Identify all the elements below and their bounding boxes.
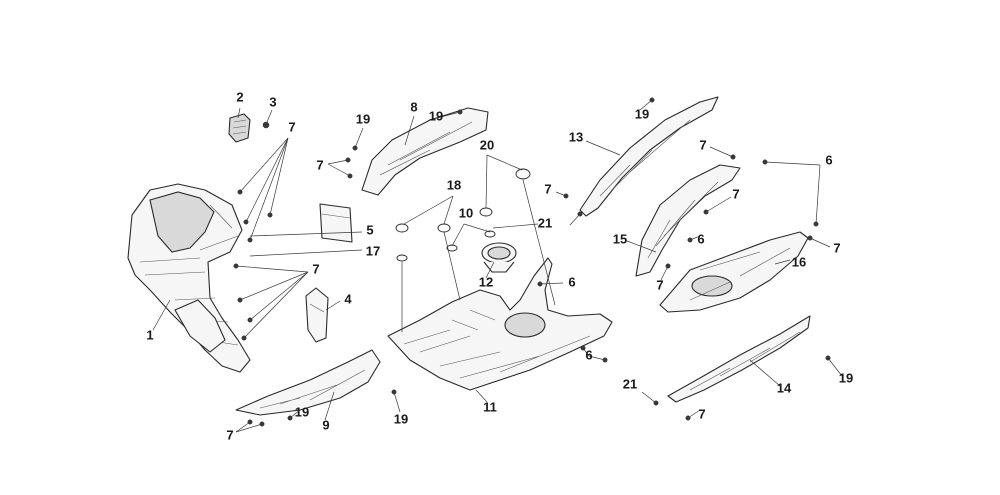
callout-19-top-right: 19 xyxy=(635,106,649,121)
callout-18: 18 xyxy=(447,177,461,192)
part-right-upper-strip xyxy=(579,96,719,217)
part-upper-side-cover xyxy=(361,107,489,196)
callout-19-top-left: 19 xyxy=(356,111,370,126)
callout-7-bottom-left: 7 xyxy=(226,427,233,442)
callout-21-bottom-right: 21 xyxy=(623,376,637,391)
callout-labels: 1 2 3 4 5 6 6 6 6 7 7 7 7 7 7 7 7 7 7 8 … xyxy=(146,89,853,442)
callout-14: 14 xyxy=(777,380,792,395)
callout-7-middle-left: 7 xyxy=(312,261,319,276)
callout-6-lower-center: 6 xyxy=(585,347,592,362)
callout-6-center: 6 xyxy=(568,274,575,289)
callout-1: 1 xyxy=(146,327,153,342)
callout-7-far-right: 7 xyxy=(833,240,840,255)
callout-6-right: 6 xyxy=(825,152,832,167)
callout-7-top-right: 7 xyxy=(699,137,706,152)
callout-7-bottom-right: 7 xyxy=(698,406,705,421)
part-right-lower-panel xyxy=(659,231,809,313)
callout-8: 8 xyxy=(410,99,417,114)
callout-7-near-8: 7 xyxy=(316,157,323,172)
callout-9: 9 xyxy=(322,417,329,432)
part-decal-sheet xyxy=(319,203,353,243)
callout-20: 20 xyxy=(480,137,494,152)
callout-16: 16 xyxy=(792,254,806,269)
callout-2: 2 xyxy=(236,89,243,104)
part-screw xyxy=(262,121,270,129)
callout-17: 17 xyxy=(366,243,380,258)
leader-lines xyxy=(152,99,843,433)
part-small-plate xyxy=(305,287,329,343)
callout-21-center: 21 xyxy=(538,215,552,230)
callout-11: 11 xyxy=(483,399,497,414)
plugs xyxy=(395,168,531,262)
callout-7-near-13: 7 xyxy=(544,181,551,196)
part-right-side-cover xyxy=(635,164,741,277)
callout-10: 10 xyxy=(459,205,473,220)
callout-12: 12 xyxy=(479,274,493,289)
callout-6-mid-right: 6 xyxy=(697,231,704,246)
callout-3: 3 xyxy=(269,94,276,109)
part-front-inner-panel xyxy=(127,183,251,373)
callout-7-upper-left: 7 xyxy=(288,119,295,134)
callout-19-near-8: 19 xyxy=(429,108,443,123)
part-right-lower-strip xyxy=(667,315,811,403)
part-intake-ring xyxy=(481,242,517,273)
callout-19-bottom-center: 19 xyxy=(394,411,408,426)
callout-19-right: 19 xyxy=(839,370,853,385)
part-bracket xyxy=(228,113,251,143)
callout-19-bottom-left: 19 xyxy=(295,404,309,419)
part-center-floor-panel xyxy=(387,257,613,391)
callout-7-near-15: 7 xyxy=(656,277,663,292)
callout-15: 15 xyxy=(613,231,627,246)
callout-5: 5 xyxy=(366,222,373,237)
fasteners xyxy=(233,97,831,427)
callout-4: 4 xyxy=(344,291,352,306)
callout-7-mid-right: 7 xyxy=(732,186,739,201)
callout-13: 13 xyxy=(569,129,583,144)
part-lower-left-strip xyxy=(235,349,381,416)
